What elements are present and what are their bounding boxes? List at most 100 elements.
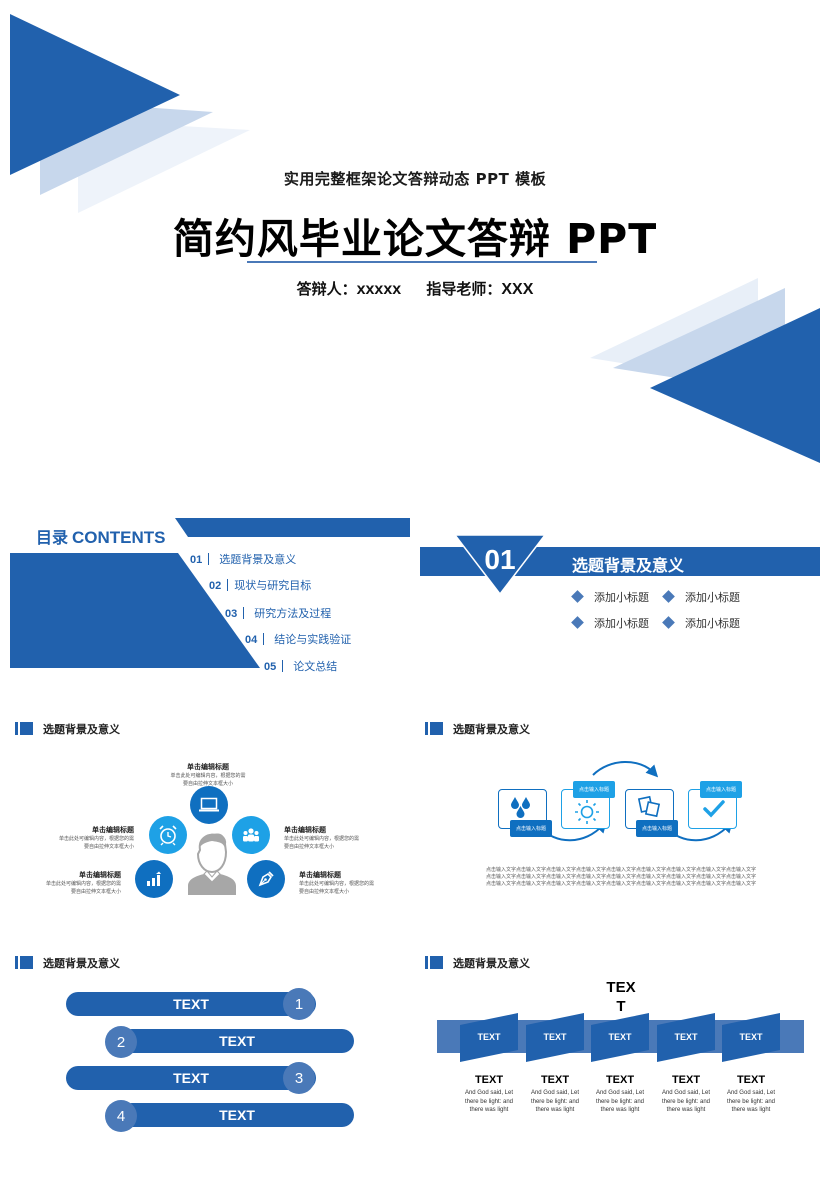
header-text: 选题背景及意义 [453, 957, 530, 970]
desc-line: there was light [666, 1107, 706, 1113]
header-marker-icon [425, 722, 428, 735]
presenter-value: xxxxx [356, 281, 402, 298]
people-item-left-upper[interactable]: 单击编辑标题 单击此处可编辑内容，根据您的需 要自由拉伸文本框大小 [14, 825, 134, 851]
toc-label: 结论与实践验证 [274, 633, 352, 646]
timeline-banner-2[interactable]: TEXT [543, 1032, 567, 1042]
item-desc: 要自由拉伸文本框大小 [70, 889, 121, 895]
presenter-label: 答辩人： [296, 280, 357, 298]
toc-item-05[interactable]: 05 论文总结 [264, 658, 337, 674]
section-subtitle-1[interactable]: 添加小标题 [571, 589, 649, 605]
advisor: 指导老师：XXX [426, 280, 533, 298]
header-marker-icon [430, 722, 443, 735]
timeline-banner-3[interactable]: TEXT [608, 1032, 632, 1042]
timeline-banner-5[interactable]: TEXT [739, 1032, 763, 1042]
column-desc: And God said, Let there be light: and ther… [525, 1089, 585, 1115]
toc-num: 05 [264, 661, 277, 673]
desc-line: And God said, Let [530, 1090, 580, 1096]
pill-item-4[interactable]: TEXT [120, 1103, 354, 1127]
diamond-icon [571, 590, 584, 603]
timeline-top-label: TEX T [596, 978, 646, 1016]
header-marker-icon [20, 956, 33, 969]
process-label-3[interactable]: 点击输入标题 [636, 820, 678, 837]
section-subtitle-3[interactable]: 添加小标题 [571, 615, 649, 631]
column-title: TEXT [605, 1074, 635, 1086]
header-text: 选题背景及意义 [43, 957, 120, 970]
section-shapes [420, 534, 820, 596]
header-marker-icon [425, 956, 428, 969]
item-title: 单击编辑标题 [284, 826, 326, 834]
people-item-right-lower[interactable]: 单击编辑标题 单击此处可编辑内容，根据您的需 要自由拉伸文本框大小 [299, 870, 419, 896]
item-title: 单击编辑标题 [299, 871, 341, 879]
alarm-clock-icon [159, 825, 177, 846]
title-underline [247, 261, 597, 263]
divider [227, 579, 229, 591]
slide-header: 选题背景及意义 [425, 955, 530, 971]
desc-line: And God said, Let [464, 1090, 514, 1096]
toc-label: 现状与研究目标 [234, 579, 312, 592]
pill-number-2: 2 [105, 1026, 137, 1058]
desc-line: And God said, Let [726, 1090, 776, 1096]
advisor-label: 指导老师： [426, 280, 502, 298]
desc-line: there was light [469, 1107, 509, 1113]
column-desc: And God said, Let there be light: and ther… [656, 1089, 716, 1115]
pill-item-3[interactable]: TEXT [66, 1066, 316, 1090]
process-description: 点击输入文字点击输入文字点击输入文字点击输入文字点击输入文字点击输入文字点击输入… [486, 867, 757, 887]
section-subtitle-4[interactable]: 添加小标题 [662, 615, 740, 631]
desc-line: there was light [535, 1107, 575, 1113]
desc-line: And God said, Let [661, 1090, 711, 1096]
team-circle[interactable] [232, 816, 270, 854]
diamond-icon [662, 616, 675, 629]
pill-item-1[interactable]: TEXT [66, 992, 316, 1016]
desc-line: there be light: and [661, 1098, 711, 1105]
subtitle-text: 添加小标题 [685, 617, 740, 630]
timeline-column-4[interactable]: TEXT And God said, Let there be light: an… [656, 1074, 716, 1115]
item-title: 单击编辑标题 [187, 763, 229, 771]
timeline-banner-4[interactable]: TEXT [674, 1032, 698, 1042]
contents-shapes [10, 518, 410, 668]
desc-line: there be light: and [464, 1098, 514, 1105]
desc-line: there be light: and [530, 1098, 580, 1105]
laptop-circle[interactable] [190, 786, 228, 824]
item-desc: 要自由拉伸文本框大小 [83, 844, 134, 850]
cover-slide[interactable]: 实用完整框架论文答辩动态 PPT 模板 简约风毕业论文答辩 PPT 答辩人：xx… [0, 0, 830, 475]
bar-chart-circle[interactable] [135, 860, 173, 898]
column-title: TEXT [540, 1074, 570, 1086]
toc-label: 论文总结 [293, 660, 338, 673]
header-marker-icon [20, 722, 33, 735]
pill-item-2[interactable]: TEXT [120, 1029, 354, 1053]
item-title: 单击编辑标题 [79, 871, 121, 879]
process-label-2[interactable]: 点击输入标题 [573, 781, 615, 798]
people-item-top[interactable]: 单击编辑标题 单击此处可编辑内容，根据您的需 要自由拉伸文本框大小 [148, 762, 268, 788]
toc-label: 研究方法及过程 [254, 607, 332, 620]
column-desc: And God said, Let there be light: and ther… [459, 1089, 519, 1115]
timeline-column-2[interactable]: TEXT And God said, Let there be light: an… [525, 1074, 585, 1115]
pill-number-4: 4 [105, 1100, 137, 1132]
item-desc: 单击此处可编辑内容，根据您的需 [299, 881, 375, 887]
people-item-right-upper[interactable]: 单击编辑标题 单击此处可编辑内容，根据您的需 要自由拉伸文本框大小 [284, 825, 404, 851]
timeline-banner-1[interactable]: TEXT [477, 1032, 501, 1042]
column-title: TEXT [671, 1074, 701, 1086]
top-label-line: TEX [606, 979, 636, 996]
header-text: 选题背景及意义 [453, 723, 530, 736]
toc-label: 选题背景及意义 [219, 553, 297, 566]
process-label-4[interactable]: 点击输入标题 [700, 781, 742, 798]
column-title: TEXT [474, 1074, 504, 1086]
process-label-1[interactable]: 点击输入标题 [510, 820, 552, 837]
item-desc: 单击此处可编辑内容，根据您的需 [58, 836, 134, 842]
section-subtitle-2[interactable]: 添加小标题 [662, 589, 740, 605]
pen-nib-circle[interactable] [247, 860, 285, 898]
people-item-left-lower[interactable]: 单击编辑标题 单击此处可编辑内容，根据您的需 要自由拉伸文本框大小 [1, 870, 121, 896]
item-title: 单击编辑标题 [92, 826, 134, 834]
top-label-line: T [616, 998, 626, 1015]
alarm-clock-circle[interactable] [149, 816, 187, 854]
cover-title: 简约风毕业论文答辩 PPT [172, 215, 658, 263]
timeline-column-1[interactable]: TEXT And God said, Let there be light: an… [459, 1074, 519, 1115]
header-marker-icon [15, 722, 18, 735]
